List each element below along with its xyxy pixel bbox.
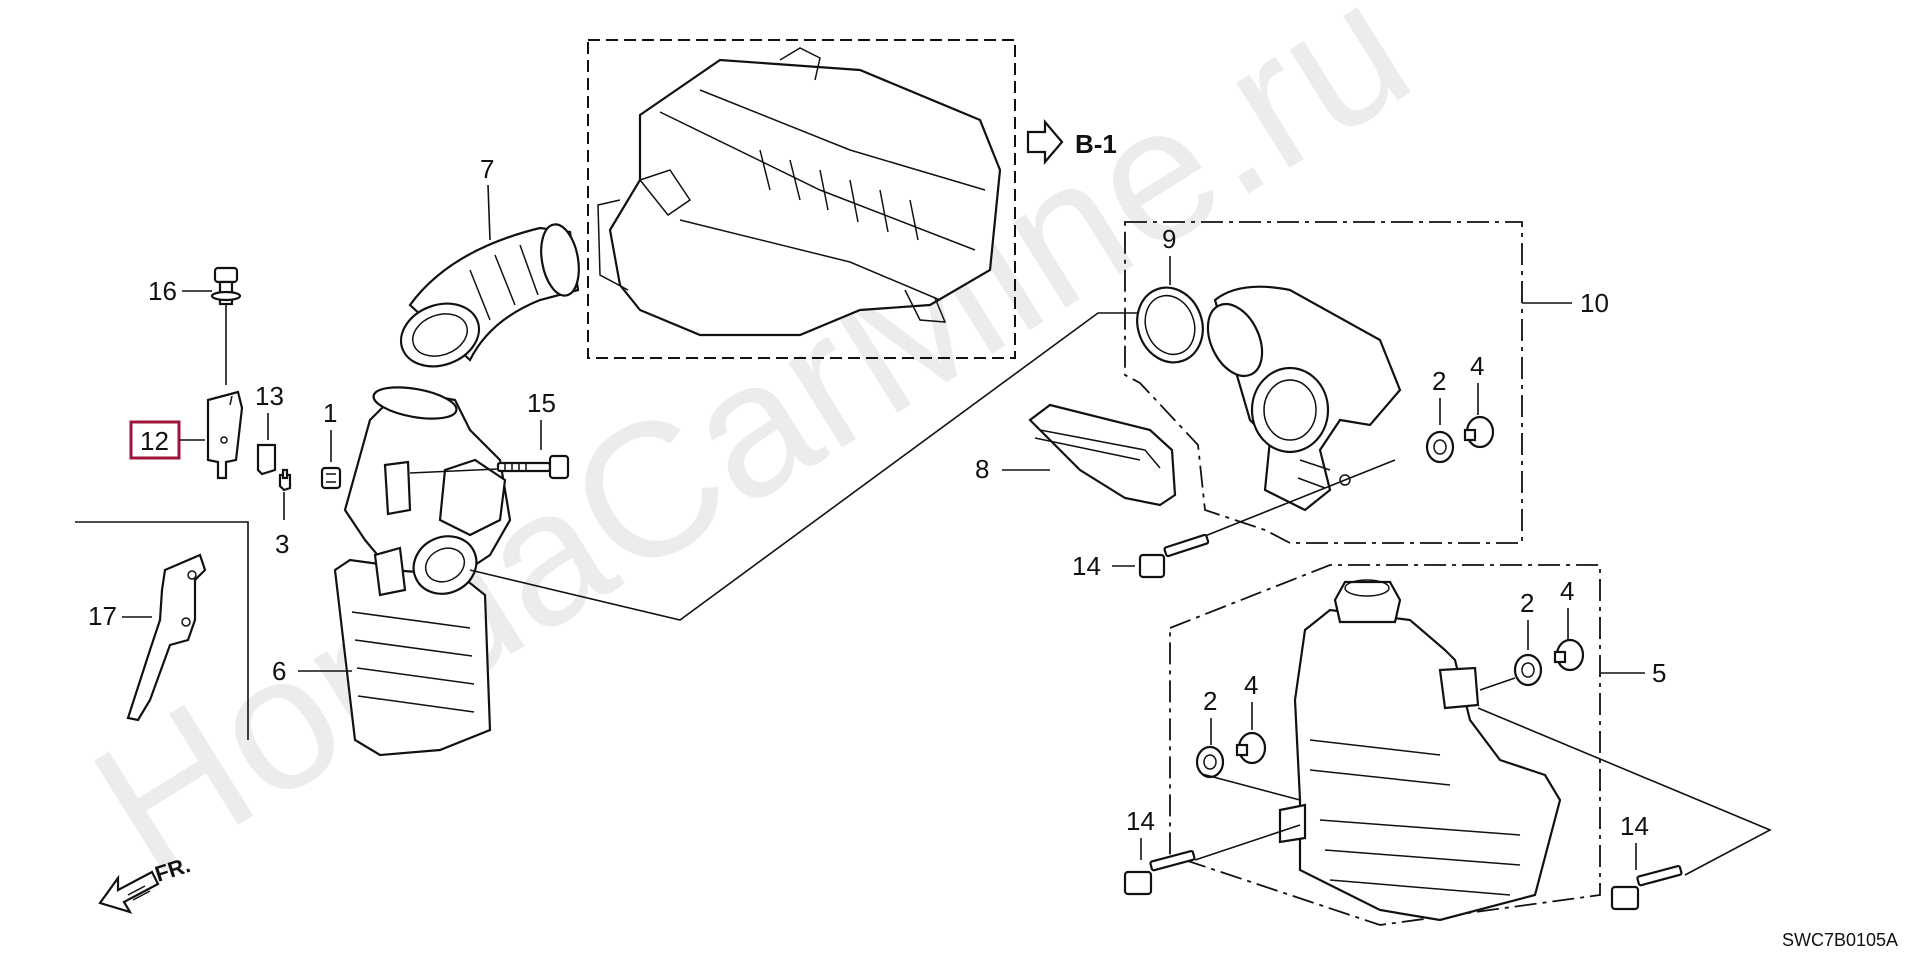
callout-4b[interactable]: 4: [1560, 576, 1574, 606]
front-direction-arrow-icon: [98, 870, 160, 914]
collar-4c[interactable]: [1235, 731, 1267, 765]
callout-8[interactable]: 8: [975, 454, 989, 484]
callout-4c[interactable]: 4: [1244, 670, 1258, 700]
callout-14c[interactable]: 14: [1620, 811, 1649, 841]
callout-13[interactable]: 13: [255, 381, 284, 411]
reference-b1[interactable]: B-1: [1075, 129, 1117, 159]
bolt-14b[interactable]: [1123, 849, 1196, 896]
callout-2c[interactable]: 2: [1203, 686, 1217, 716]
grommet-2b[interactable]: [1513, 653, 1543, 687]
callout-10[interactable]: 10: [1580, 288, 1609, 318]
callout-4a[interactable]: 4: [1470, 351, 1484, 381]
intake-resonator[interactable]: [333, 382, 512, 757]
callout-17[interactable]: 17: [88, 601, 117, 631]
clip-13[interactable]: [256, 443, 277, 476]
clip-1[interactable]: [320, 466, 342, 490]
callout-16[interactable]: 16: [148, 276, 177, 306]
collar-4a[interactable]: [1463, 415, 1495, 449]
bracket-17[interactable]: [126, 553, 207, 722]
callout-12[interactable]: 12: [140, 426, 169, 456]
collar-4b[interactable]: [1553, 638, 1585, 672]
callout-14b[interactable]: 14: [1126, 806, 1155, 836]
grommet-2c[interactable]: [1195, 745, 1225, 779]
bolt-14a[interactable]: [1138, 533, 1210, 579]
callout-5[interactable]: 5: [1652, 658, 1666, 688]
grommet-2a[interactable]: [1425, 430, 1455, 464]
part-5-frame: [1169, 564, 1601, 926]
callout-1[interactable]: 1: [323, 398, 337, 428]
diagram-code: SWC7B0105A: [1782, 930, 1898, 950]
bracket-12[interactable]: [206, 390, 244, 480]
bolt-14c[interactable]: [1610, 864, 1683, 911]
bolt-16[interactable]: [210, 266, 242, 306]
intake-duct-10[interactable]: [1197, 285, 1402, 512]
intake-hose[interactable]: [392, 221, 584, 376]
callout-15[interactable]: 15: [527, 388, 556, 418]
callout-7[interactable]: 7: [480, 154, 494, 184]
callout-2a[interactable]: 2: [1432, 366, 1446, 396]
part-10-frame: [1124, 221, 1523, 544]
clip-3[interactable]: [278, 468, 292, 492]
air-cleaner-housing[interactable]: [597, 47, 1002, 337]
duct-8[interactable]: [1028, 403, 1177, 507]
callout-3[interactable]: 3: [275, 529, 289, 559]
callout-14a[interactable]: 14: [1072, 551, 1101, 581]
callout-6[interactable]: 6: [272, 656, 286, 686]
callout-2b[interactable]: 2: [1520, 588, 1534, 618]
reference-arrow-icon: [1026, 119, 1064, 165]
seal-ring-9[interactable]: [1127, 278, 1213, 371]
air-cleaner-frame: [587, 39, 1016, 359]
callout-9[interactable]: 9: [1162, 224, 1176, 254]
resonator-chamber-5[interactable]: [1278, 579, 1562, 922]
bolt-15[interactable]: [496, 454, 570, 480]
